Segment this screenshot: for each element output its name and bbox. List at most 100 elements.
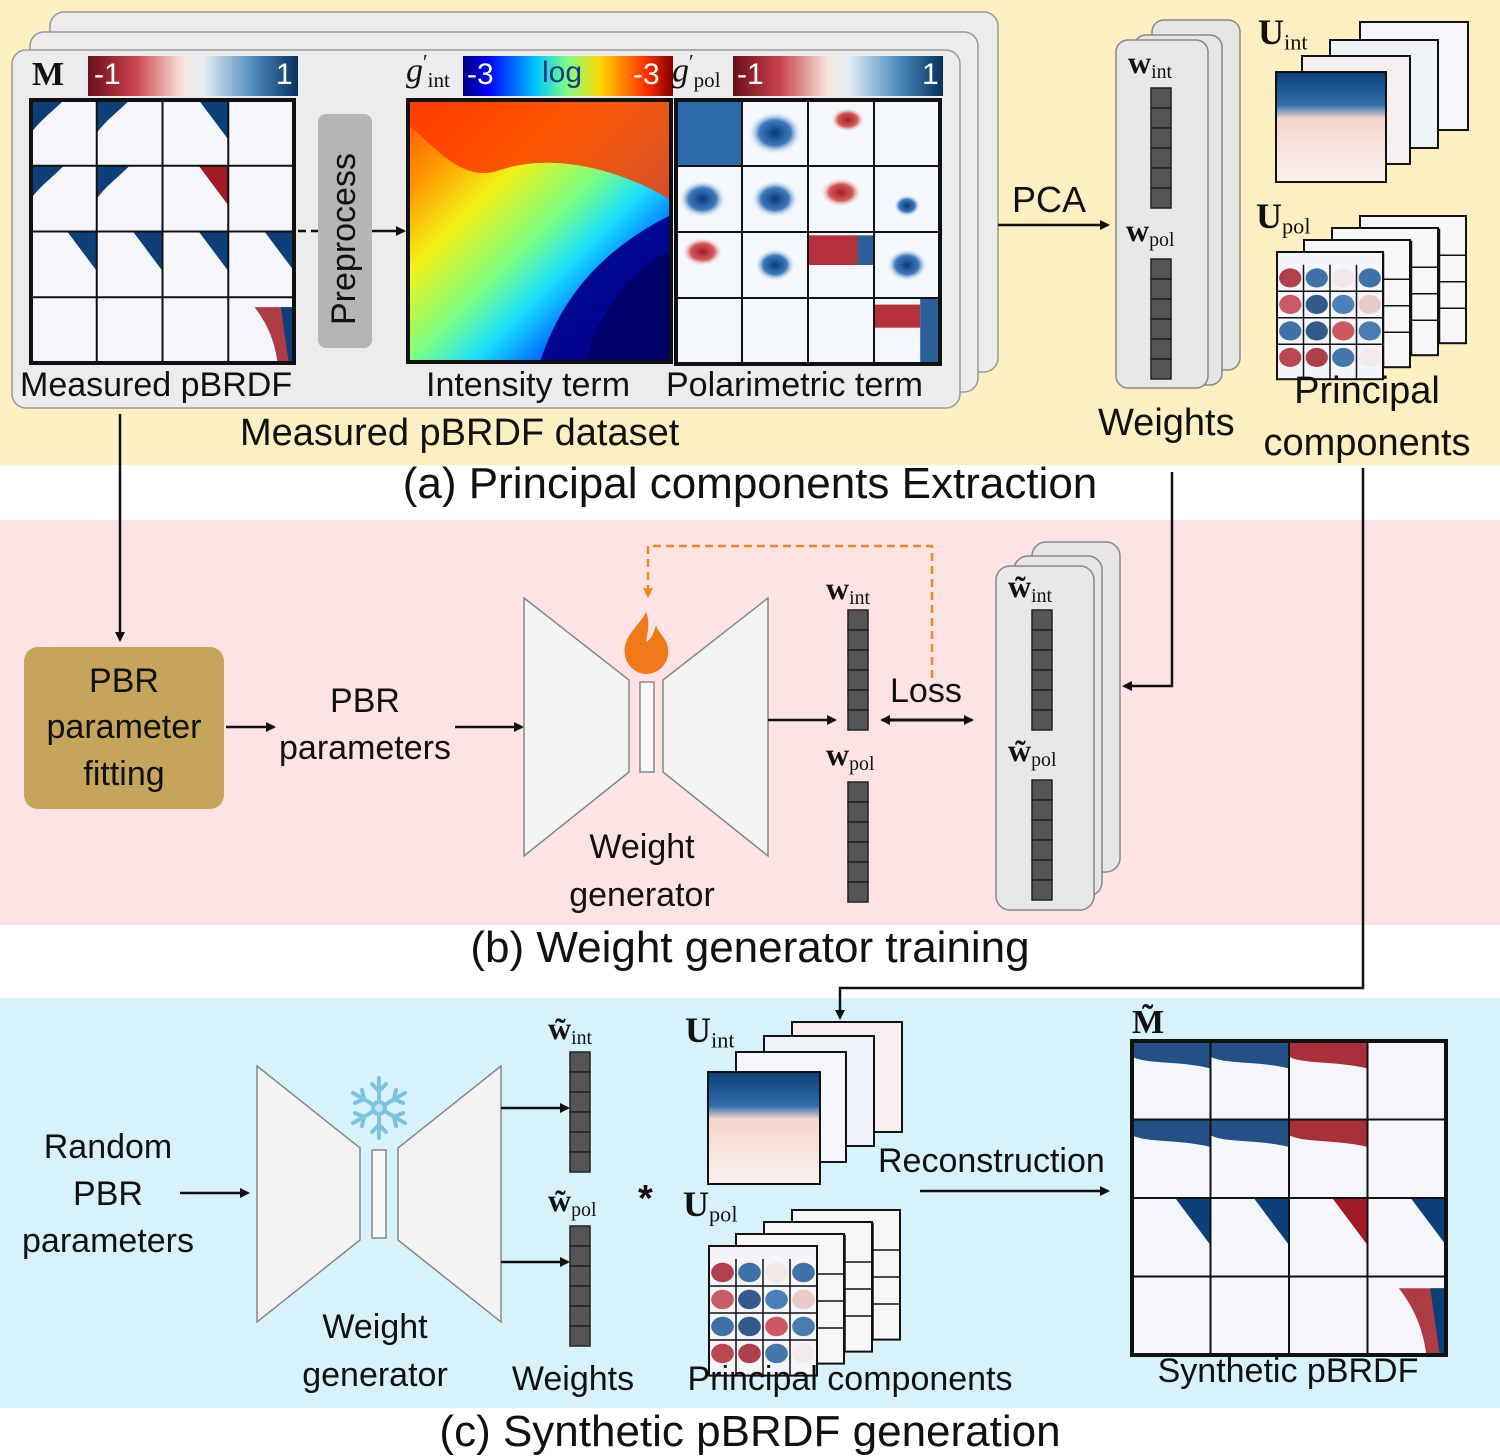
grid-cell — [162, 100, 229, 166]
caption-b: (b) Weight generator training — [470, 923, 1030, 972]
grid-cell — [893, 195, 921, 217]
pc-pol-stack-c — [708, 1209, 901, 1377]
grid-cell — [821, 178, 861, 207]
grid-cell — [1289, 1119, 1368, 1198]
weights-label-c: Weights — [511, 1360, 635, 1398]
grid-cell — [1132, 1276, 1211, 1355]
weight-vector — [569, 1051, 591, 1173]
symbol-w-int-a: wint — [1128, 44, 1173, 83]
synthetic-pbrdf-label: Synthetic pBRDF — [1157, 1352, 1419, 1390]
colorbar-int-max: -3 — [633, 58, 660, 91]
colorbar-pol-min: -1 — [737, 58, 764, 91]
grid-cell — [1289, 1198, 1368, 1277]
grid-cell — [748, 111, 802, 155]
colorbar-int-mid: log — [542, 56, 583, 89]
pc-int-stack-c — [707, 1021, 903, 1185]
grid-cell — [31, 231, 97, 298]
loss-feedback-arrow — [643, 544, 934, 678]
grid-cell — [96, 165, 163, 232]
pc-pol-stack-a — [1276, 215, 1467, 381]
weight-vector — [847, 781, 869, 903]
grid-cell — [228, 297, 294, 363]
colorbar-pol — [733, 56, 943, 96]
generator-b-line1: Weight — [589, 828, 695, 866]
grid-cell — [96, 100, 163, 166]
intensity-term-label: Intensity term — [426, 366, 631, 404]
grid-cell — [1132, 1198, 1211, 1277]
symbol-w-tilde-int-c: w̃int — [548, 1010, 593, 1049]
symbol-w-pol-a: wpol — [1126, 212, 1175, 251]
generator-b-line2: generator — [569, 876, 715, 914]
pc-label-line2: components — [1263, 422, 1471, 464]
grid-cell — [31, 165, 97, 232]
grid-cell — [1210, 1276, 1289, 1355]
symbol-w-int-b: wint — [826, 570, 871, 609]
fitting-label-line2: parameter — [46, 708, 202, 746]
fitting-label-line1: PBR — [89, 662, 159, 700]
grid-cell — [1367, 1276, 1446, 1355]
weight-vector — [1150, 87, 1172, 209]
pbr-params-line1: PBR — [330, 682, 400, 720]
colorbar-pol-max: 1 — [922, 58, 939, 91]
grid-cell — [874, 298, 940, 364]
pbr-fitting-box — [24, 647, 224, 809]
grid-cell — [1289, 1041, 1368, 1120]
loss-label: Loss — [890, 672, 962, 710]
symbol-g-pol: g′pol — [672, 50, 721, 92]
flame-icon — [624, 612, 669, 674]
random-line1: Random — [43, 1128, 173, 1166]
grid-cell — [1367, 1119, 1446, 1198]
grid-cell — [1210, 1119, 1289, 1198]
grid-cell — [228, 231, 294, 298]
symbol-w-tilde-pol-b: w̃pol — [1008, 732, 1057, 771]
grid-cell — [755, 249, 795, 281]
grid-cell — [831, 108, 865, 132]
grid-cell — [682, 237, 723, 266]
grid-cell — [228, 100, 294, 166]
weight-vector — [847, 609, 869, 731]
weight-generator-c — [256, 1064, 502, 1324]
grid-cell — [679, 180, 726, 218]
colorbar-M-min: -1 — [94, 58, 121, 91]
weight-generator-b — [523, 596, 769, 858]
grid-cell — [162, 165, 229, 232]
weights-card-b — [995, 565, 1095, 911]
reconstruction-label: Reconstruction — [878, 1142, 1105, 1180]
measured-pbrdf-grid — [29, 98, 296, 365]
symbol-U-int-a: Uint — [1258, 12, 1308, 55]
symbol-M-tilde: M̃ — [1132, 1004, 1165, 1041]
symbol-U-int-c: Uint — [685, 1010, 735, 1053]
pca-label: PCA — [1012, 179, 1087, 220]
dataset-label: Measured pBRDF dataset — [240, 412, 680, 454]
random-line2: PBR — [73, 1175, 143, 1213]
grid-cell — [162, 297, 229, 363]
intensity-term-image — [406, 98, 673, 364]
colorbar-M — [88, 56, 298, 96]
grid-cell — [31, 297, 97, 363]
fitting-label-line3: fitting — [83, 755, 165, 793]
weight-vector — [1031, 779, 1053, 901]
symbol-w-tilde-pol-c: w̃pol — [548, 1182, 597, 1221]
preprocess-box — [318, 114, 372, 348]
grid-cell — [808, 235, 874, 265]
weight-vector — [1150, 258, 1172, 380]
polarimetric-term-label: Polarimetric term — [666, 366, 923, 404]
symbol-w-pol-b: wpol — [826, 736, 875, 775]
preprocess-label: Preprocess — [325, 153, 363, 325]
generator-c-line1: Weight — [322, 1308, 428, 1346]
weights-label-a: Weights — [1098, 402, 1235, 444]
measured-pbrdf-label: Measured pBRDF — [20, 366, 293, 404]
grid-cell — [1132, 1119, 1211, 1198]
grid-cell — [1289, 1276, 1368, 1355]
grid-cell — [887, 249, 927, 281]
grid-cell — [228, 165, 294, 232]
pbr-params-line2: parameters — [279, 729, 451, 767]
grid-cell — [676, 100, 742, 166]
symbol-U-pol-a: Upol — [1256, 196, 1311, 239]
grid-cell — [1367, 1198, 1446, 1277]
pc-label-line1: Principal — [1294, 370, 1440, 412]
grid-cell — [162, 231, 229, 298]
grid-cell — [1132, 1041, 1211, 1120]
grid-cell — [1367, 1041, 1446, 1120]
